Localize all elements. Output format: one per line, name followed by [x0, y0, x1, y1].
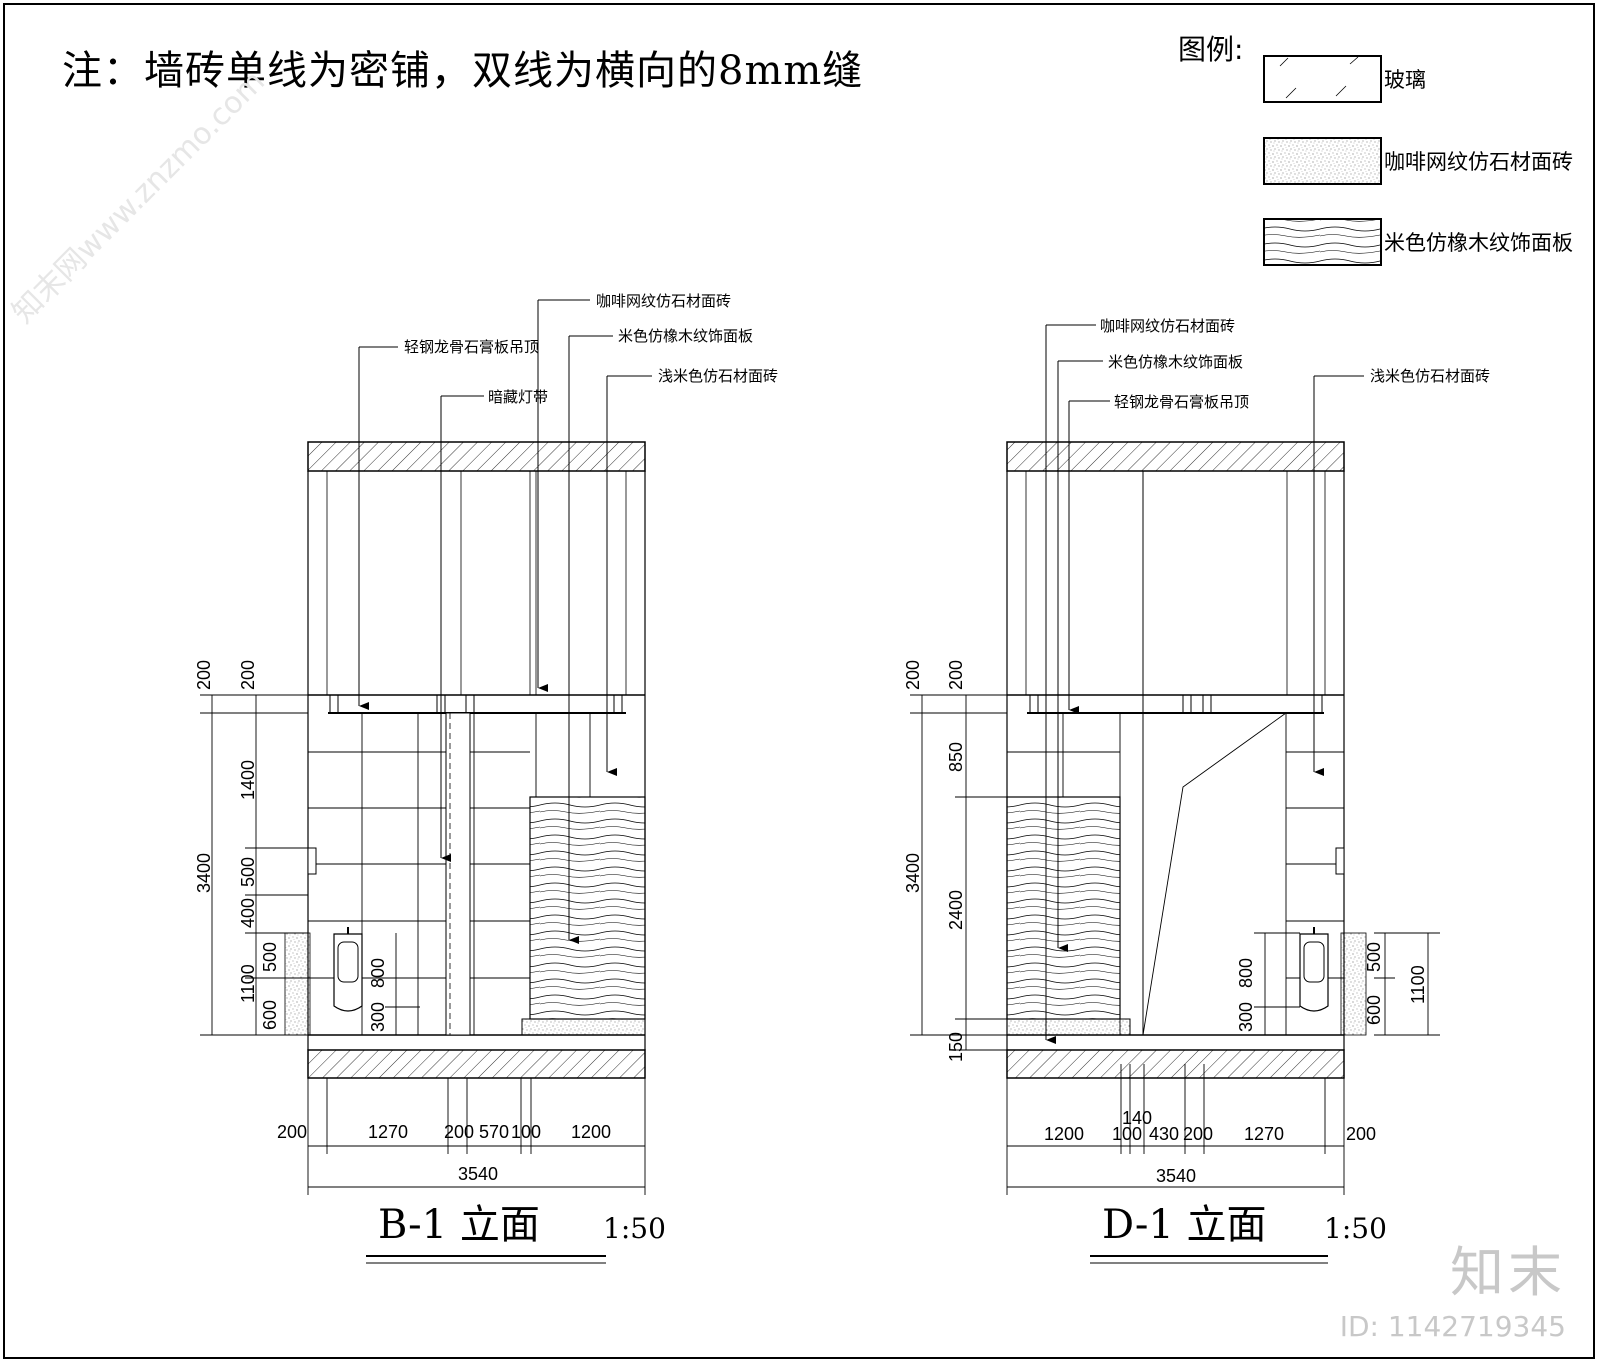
b1-dim-inner-500: 500: [238, 857, 258, 887]
b1-bdim-1270: 1270: [368, 1122, 408, 1142]
d1-dim-inner-2400: 2400: [946, 890, 966, 930]
d1-ann-coffee-tile: 咖啡网纹仿石材面砖: [1100, 317, 1235, 335]
d1-dim-outer-3400: 3400: [903, 853, 923, 893]
b1-dim-fixture-500: 500: [260, 942, 280, 972]
b1-dim-inner-1400: 1400: [238, 760, 258, 800]
drawing-note: 注：墙砖单线为密铺，双线为横向的8mm缝: [62, 48, 864, 94]
d1-dim-fixture-300: 300: [1236, 1002, 1256, 1032]
b1-bdim-100: 100: [511, 1122, 541, 1142]
d1-bdim-200a: 200: [1183, 1124, 1213, 1144]
b1-bottom-dims: 200 1270 200 570 100 1200 3540: [277, 1122, 611, 1184]
d1-dim-outer-200: 200: [903, 660, 923, 690]
b1-ann-beige-tile: 浅米色仿石材面砖: [658, 367, 778, 385]
b1-title: B-1 立面: [378, 1202, 540, 1248]
b1-dim-outer-200: 200: [194, 660, 214, 690]
b1-bdim-570: 570: [479, 1122, 509, 1142]
d1-title: D-1 立面: [1102, 1202, 1267, 1248]
urinal-b1: [333, 927, 363, 1012]
elevation-d1: 咖啡网纹仿石材面砖 米色仿橡木纹饰面板 轻钢龙骨石膏板吊顶 浅米色仿石材面砖 2…: [903, 317, 1490, 1264]
b1-bdim-1200: 1200: [571, 1122, 611, 1142]
legend-swatches: [1263, 55, 1382, 266]
legend-label-wood-panel: 米色仿橡木纹饰面板: [1384, 231, 1573, 255]
d1-dim-fixture-600: 600: [1364, 995, 1384, 1025]
d1-dim-inner-200: 200: [946, 660, 966, 690]
sheet-border: [3, 3, 1595, 1359]
legend-title: 图例:: [1178, 33, 1244, 66]
d1-dim-fixture-1100: 1100: [1408, 965, 1428, 1004]
b1-ann-wood-panel: 米色仿橡木纹饰面板: [618, 327, 753, 345]
d1-dim-inner-150: 150: [946, 1032, 966, 1062]
d1-left-dims: 200 3400 200 850 2400 150 800 300 500 60…: [903, 660, 1428, 1062]
legend-label-stone-tile: 咖啡网纹仿石材面砖: [1384, 150, 1573, 174]
b1-ann-ceiling: 轻钢龙骨石膏板吊顶: [404, 338, 539, 356]
b1-bdim-200b: 200: [444, 1122, 474, 1142]
d1-ann-beige-tile: 浅米色仿石材面砖: [1370, 367, 1490, 385]
b1-scale: 1:50: [603, 1212, 666, 1245]
b1-dim-inner-600: 600: [260, 1000, 280, 1030]
b1-ann-coffee-tile: 咖啡网纹仿石材面砖: [596, 292, 731, 310]
b1-ann-led-strip: 暗藏灯带: [488, 388, 548, 406]
watermark-id: ID: 1142719345: [1339, 1310, 1566, 1343]
elevation-b1: 咖啡网纹仿石材面砖 米色仿橡木纹饰面板 轻钢龙骨石膏板吊顶 浅米色仿石材面砖 暗…: [194, 292, 778, 1264]
b1-dim-fixture-300: 300: [368, 1002, 388, 1032]
legend-label-glass: 玻璃: [1384, 68, 1426, 92]
b1-dim-inner-200: 200: [238, 660, 258, 690]
b1-dim-inner-400: 400: [238, 898, 258, 928]
d1-bdim-total: 3540: [1156, 1166, 1196, 1186]
d1-scale: 1:50: [1324, 1212, 1387, 1245]
d1-dim-fixture-800: 800: [1236, 958, 1256, 988]
d1-bottom-dims: 1200 100 140 430 200 1270 200 3540: [1044, 1108, 1376, 1186]
b1-bdim-total: 3540: [458, 1164, 498, 1184]
b1-dim-outer-3400: 3400: [194, 853, 214, 893]
b1-dim-inner-1100: 1100: [238, 964, 258, 1003]
b1-bdim-200a: 200: [277, 1122, 307, 1142]
d1-bdim-1200: 1200: [1044, 1124, 1084, 1144]
b1-left-dims: 200 3400 200 1400 500 400 1100 600 500 8…: [194, 660, 388, 1032]
d1-bdim-100: 100: [1112, 1124, 1142, 1144]
d1-bdim-140: 140: [1122, 1108, 1152, 1128]
urinal-d1: [1299, 927, 1329, 1012]
d1-bdim-430: 430: [1149, 1124, 1179, 1144]
watermark-logo: 知末: [1450, 1241, 1566, 1304]
d1-bdim-1270: 1270: [1244, 1124, 1284, 1144]
d1-dim-fixture-500: 500: [1364, 942, 1384, 972]
d1-ann-wood-panel: 米色仿橡木纹饰面板: [1108, 353, 1243, 371]
d1-bdim-200b: 200: [1346, 1124, 1376, 1144]
d1-dim-inner-850: 850: [946, 742, 966, 772]
d1-ann-ceiling: 轻钢龙骨石膏板吊顶: [1114, 393, 1249, 411]
b1-dim-fixture-800: 800: [368, 958, 388, 988]
